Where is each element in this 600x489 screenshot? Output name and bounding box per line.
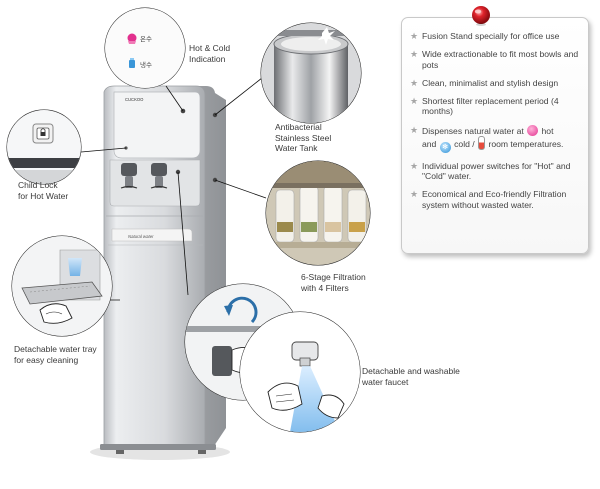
brand-logo: CUCKOO xyxy=(125,97,144,102)
stainless-tank-callout xyxy=(260,22,362,124)
filtration-label: 6-Stage Filtration with 4 Filters xyxy=(301,272,366,293)
water-tray-label: Detachable water tray for easy cleaning xyxy=(14,344,97,365)
feature-item: ★Clean, minimalist and stylish design xyxy=(410,77,559,88)
feature-item: ★Economical and Eco-friendly Filtration … xyxy=(410,189,567,210)
snowflake-icon: ✻ xyxy=(439,142,451,154)
hot-cold-indicator-callout: 온수 냉수 xyxy=(104,7,186,89)
cold-indicator-label: 냉수 xyxy=(140,60,152,69)
feature-item: ★Individual power switches for "Hot" and… xyxy=(410,160,571,182)
star-icon: ★ xyxy=(410,31,419,41)
hot-indicator-label: 온수 xyxy=(140,35,152,43)
lock-icon xyxy=(40,128,46,132)
hot-water-icon xyxy=(527,124,539,136)
pushpin-icon xyxy=(472,6,490,26)
feature-list: ★Fusion Stand specially for office use ★… xyxy=(410,31,582,218)
star-icon: ★ xyxy=(410,49,419,60)
natural-water-logo: Natural water xyxy=(128,234,154,239)
star-icon: ★ xyxy=(410,160,419,171)
faucet-callout xyxy=(184,283,361,433)
thermometer-icon xyxy=(478,136,486,151)
feature-item: ★Fusion Stand specially for office use xyxy=(410,31,560,41)
star-icon: ★ xyxy=(410,189,419,200)
filtration-callout xyxy=(265,160,371,266)
feature-item: ★Shortest filter replacement period (4 m… xyxy=(410,95,559,117)
star-icon: ★ xyxy=(410,124,419,135)
feature-item: ★Wide extractionable to fit most bowls a… xyxy=(410,49,579,70)
stainless-tank-label: Antibacterial Stainless Steel Water Tank xyxy=(275,122,332,153)
feature-item: ★Dispenses natural water at hot and ✻ co… xyxy=(410,124,564,154)
faucet-label: Detachable and washable water faucet xyxy=(362,366,460,387)
feature-panel: ★Fusion Stand specially for office use ★… xyxy=(401,17,589,254)
water-tray-callout xyxy=(11,235,113,337)
child-lock-label: Child Lock for Hot Water xyxy=(18,180,69,201)
star-icon: ★ xyxy=(410,77,419,88)
child-lock-callout xyxy=(6,109,82,185)
water-dispenser: CUCKOO Natural water xyxy=(100,85,226,454)
hot-cold-indication-label: Hot & Cold Indication xyxy=(189,43,231,64)
star-icon: ★ xyxy=(410,95,419,106)
